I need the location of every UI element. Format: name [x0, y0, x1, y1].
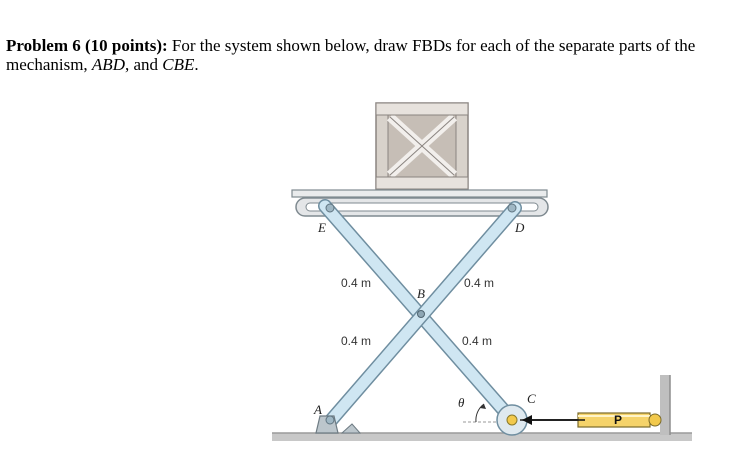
- crate: [375, 102, 469, 190]
- platform: [291, 189, 549, 217]
- part-cbe: CBE: [162, 55, 195, 74]
- angle-label: θ: [458, 395, 465, 410]
- problem-text-3: .: [194, 55, 199, 74]
- dim-upper-left: 0.4 m: [341, 276, 371, 290]
- dim-lower-left: 0.4 m: [341, 334, 371, 348]
- problem-text-2: , and: [124, 55, 163, 74]
- force-arrow: [522, 415, 585, 425]
- problem-statement: Problem 6 (10 points): For the system sh…: [6, 36, 726, 74]
- roller-c: [496, 404, 528, 436]
- force-label: P: [614, 413, 622, 427]
- dim-lower-right: 0.4 m: [462, 334, 492, 348]
- label-a: A: [313, 402, 322, 417]
- pin-d: [507, 203, 517, 213]
- support-a: [315, 415, 362, 434]
- problem-text-1: For the system shown below, draw FBDs fo…: [6, 36, 696, 74]
- pin-e: [325, 203, 335, 213]
- dim-upper-right: 0.4 m: [464, 276, 494, 290]
- pin-b: [417, 310, 425, 318]
- label-c: C: [527, 391, 536, 406]
- part-abd: ABD: [91, 55, 125, 74]
- problem-heading: Problem 6 (10 points):: [6, 36, 168, 55]
- label-d: D: [514, 220, 525, 235]
- angle-marker: [463, 403, 498, 423]
- label-e: E: [317, 220, 326, 235]
- label-b: B: [417, 286, 425, 301]
